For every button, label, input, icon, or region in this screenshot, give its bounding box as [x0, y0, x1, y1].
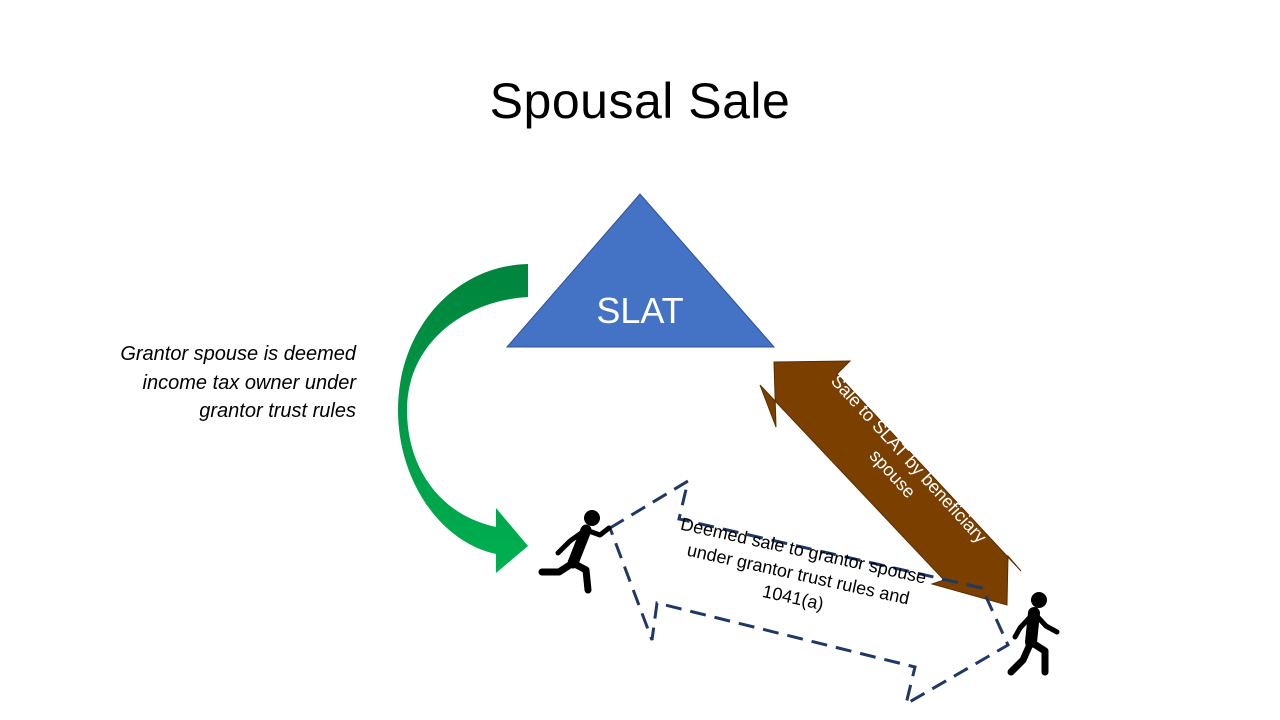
curved-arrow — [398, 264, 528, 573]
running-person-icon — [538, 510, 612, 594]
sale-arrow-shape — [759, 360, 1022, 606]
deemed-sale-outline — [608, 477, 1010, 708]
slat-triangle — [505, 193, 776, 348]
slide-title: Spousal Sale — [489, 73, 791, 129]
slat-label: SLAT — [596, 290, 683, 331]
walking-person-icon — [1007, 592, 1060, 676]
grantor-note: Grantor spouse is deemed income tax owne… — [120, 343, 356, 422]
slat-node: SLAT — [505, 193, 776, 348]
